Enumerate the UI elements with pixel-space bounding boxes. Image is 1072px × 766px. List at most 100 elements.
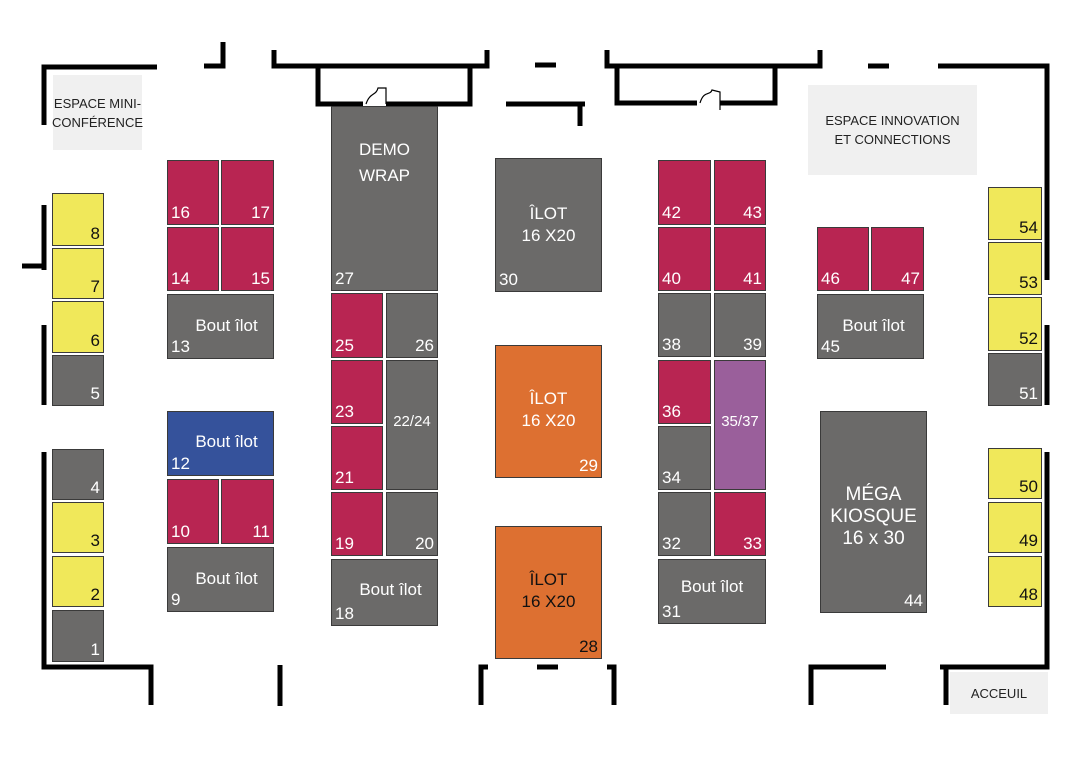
booth-label: ÎLOT xyxy=(529,204,568,223)
booth-19[interactable]: 19 xyxy=(331,492,383,556)
booth-number: 23 xyxy=(335,402,354,421)
booth-number: 54 xyxy=(1019,218,1038,237)
booth-26[interactable]: 26 xyxy=(386,293,438,358)
booth-29-ilot[interactable]: ÎLOT 16 X20 29 xyxy=(495,345,602,478)
booth-6[interactable]: 6 xyxy=(52,301,104,353)
booth-size: 16 X20 xyxy=(521,226,576,245)
booth-40[interactable]: 40 xyxy=(658,227,711,291)
booth-27-demo-wrap[interactable]: DEMO WRAP 27 xyxy=(331,106,438,291)
booth-17[interactable]: 17 xyxy=(221,160,274,225)
booth-5[interactable]: 5 xyxy=(52,355,104,406)
booth-28-ilot[interactable]: ÎLOT 16 X20 28 xyxy=(495,526,602,659)
booth-33[interactable]: 33 xyxy=(714,492,766,556)
booth-35-37[interactable]: 35/37 xyxy=(714,360,766,490)
booth-label: ÎLOT xyxy=(529,389,568,408)
booth-number: 22/24 xyxy=(393,413,431,430)
booth-number: 47 xyxy=(901,269,920,288)
zone-label: ET CONNECTIONS xyxy=(834,132,951,147)
booth-22-24[interactable]: 22/24 xyxy=(386,360,438,490)
booth-8[interactable]: 8 xyxy=(52,193,104,246)
booth-number: 15 xyxy=(251,269,270,288)
booth-39[interactable]: 39 xyxy=(714,293,766,357)
zone-label: ACCEUIL xyxy=(970,685,1028,701)
booth-number: 32 xyxy=(662,534,681,553)
booth-number: 52 xyxy=(1019,329,1038,348)
booth-21[interactable]: 21 xyxy=(331,426,383,490)
booth-number: 19 xyxy=(335,534,354,553)
booth-1[interactable]: 1 xyxy=(52,610,104,662)
booth-number: 29 xyxy=(579,456,598,475)
booth-number: 41 xyxy=(743,269,762,288)
booth-48[interactable]: 48 xyxy=(988,556,1042,607)
booth-number: 11 xyxy=(252,522,270,541)
booth-20[interactable]: 20 xyxy=(386,492,438,556)
zone-accueil: ACCEUIL xyxy=(950,672,1048,714)
booth-label: ÎLOT xyxy=(529,570,568,589)
booth-7[interactable]: 7 xyxy=(52,248,104,299)
booth-11[interactable]: 11 xyxy=(221,479,274,544)
booth-number: 42 xyxy=(662,203,681,222)
booth-4[interactable]: 4 xyxy=(52,449,104,500)
booth-2[interactable]: 2 xyxy=(52,556,104,607)
booth-number: 34 xyxy=(662,468,681,487)
booth-54[interactable]: 54 xyxy=(988,187,1042,240)
booth-label: Bout îlot xyxy=(359,580,422,599)
booth-53[interactable]: 53 xyxy=(988,242,1042,295)
zone-label: ESPACE MINI-CONFÉRENCE xyxy=(52,95,144,130)
booth-number: 28 xyxy=(579,637,598,656)
booth-10[interactable]: 10 xyxy=(167,479,219,544)
booth-number: 31 xyxy=(662,602,681,621)
booth-number: 44 xyxy=(904,591,923,610)
booth-number: 3 xyxy=(90,531,100,550)
booth-51[interactable]: 51 xyxy=(988,353,1042,406)
booth-25[interactable]: 25 xyxy=(331,293,383,358)
booth-number: 1 xyxy=(90,640,100,659)
booth-size: 16 X20 xyxy=(521,411,576,430)
booth-number: 27 xyxy=(335,269,354,288)
booth-42[interactable]: 42 xyxy=(658,160,711,225)
booth-41[interactable]: 41 xyxy=(714,227,766,291)
booth-label: Bout îlot xyxy=(195,432,258,451)
booth-number: 18 xyxy=(335,604,354,623)
booth-number: 43 xyxy=(743,203,762,222)
booth-38[interactable]: 38 xyxy=(658,293,711,357)
booth-14[interactable]: 14 xyxy=(167,227,219,291)
booth-18[interactable]: Bout îlot 18 xyxy=(331,559,438,626)
booth-number: 26 xyxy=(415,336,434,355)
booth-34[interactable]: 34 xyxy=(658,426,711,490)
booth-number: 39 xyxy=(743,335,762,354)
booth-23[interactable]: 23 xyxy=(331,360,383,424)
booth-49[interactable]: 49 xyxy=(988,502,1042,553)
booth-number: 20 xyxy=(415,534,434,553)
booth-43[interactable]: 43 xyxy=(714,160,766,225)
booth-47[interactable]: 47 xyxy=(871,227,924,291)
booth-52[interactable]: 52 xyxy=(988,297,1042,351)
booth-size: 16 X20 xyxy=(521,592,576,611)
booth-16[interactable]: 16 xyxy=(167,160,219,225)
booth-3[interactable]: 3 xyxy=(52,502,104,553)
booth-46[interactable]: 46 xyxy=(817,227,869,291)
booth-number: 21 xyxy=(335,468,354,487)
booth-32[interactable]: 32 xyxy=(658,492,711,556)
zone-label: ESPACE INNOVATION xyxy=(825,113,960,128)
booth-15[interactable]: 15 xyxy=(221,227,274,291)
booth-number: 50 xyxy=(1019,477,1038,496)
booth-number: 25 xyxy=(335,336,354,355)
booth-number: 8 xyxy=(90,224,100,243)
booth-36[interactable]: 36 xyxy=(658,360,711,424)
booth-number: 51 xyxy=(1019,384,1038,403)
booth-50[interactable]: 50 xyxy=(988,448,1042,499)
booth-label: DEMO WRAP xyxy=(359,140,410,185)
booth-number: 14 xyxy=(171,269,190,288)
booth-number: 10 xyxy=(171,522,190,541)
booth-number: 5 xyxy=(90,384,100,403)
